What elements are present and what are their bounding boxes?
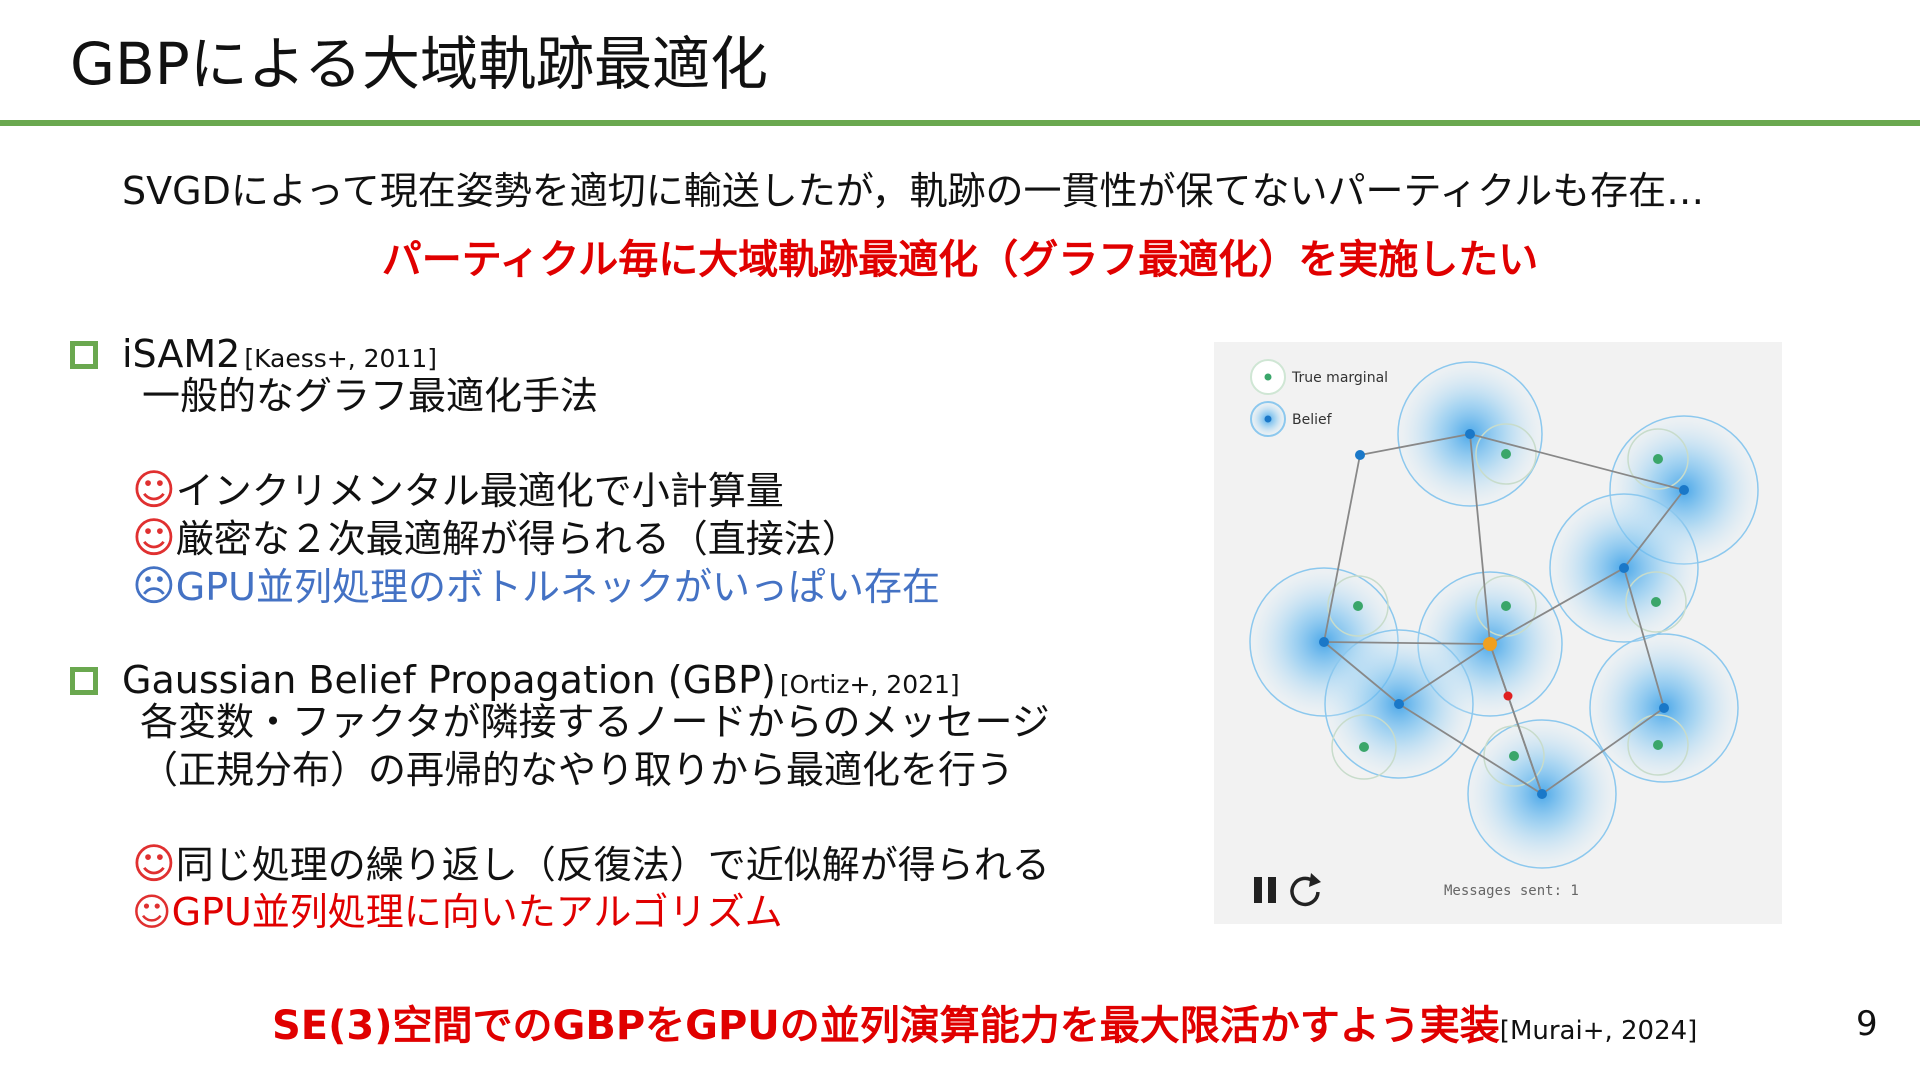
frown-icon: ☹	[132, 561, 176, 610]
bottom-conclusion: SE(3)空間でのGBPをGPUの並列演算能力を最大限活かすよう実装[Murai…	[272, 1000, 1697, 1057]
section-isam2-heading: iSAM2 [Kaess+, 2011]	[70, 330, 437, 378]
point-text: 同じ処理の繰り返し（反復法）で近似解が得られる	[175, 843, 1050, 887]
point-text: GPU並列処理のボトルネックがいっぱい存在	[175, 565, 940, 609]
citation: [Kaess+, 2011]	[244, 344, 438, 373]
pause-icon[interactable]	[1254, 877, 1276, 903]
point-text: 厳密な２次最適解が得られる（直接法）	[175, 517, 860, 561]
citation: [Ortiz+, 2021]	[779, 670, 960, 699]
point-text: インクリメンタル最適化で小計算量	[175, 469, 784, 513]
true-marginal-rings	[1327, 423, 1689, 787]
smile-icon: ☺	[132, 890, 172, 934]
section-label: Gaussian Belief Propagation (GBP)	[122, 658, 776, 702]
section-label: iSAM2	[122, 332, 241, 376]
pro-point: ☺同じ処理の繰り返し（反復法）で近似解が得られる	[132, 840, 1050, 889]
square-bullet-icon	[70, 341, 98, 369]
intro-text: SVGDによって現在姿勢を適切に輸送したが，軌跡の一貫性が保てないパーティクルも…	[122, 169, 1705, 213]
legend-true-marginal: True marginal	[1291, 370, 1388, 386]
page-number: 9	[1856, 1004, 1878, 1044]
section-description: 一般的なグラフ最適化手法	[142, 374, 599, 418]
messages-sent-counter: Messages sent: 1	[1444, 883, 1579, 899]
pro-point: ☺インクリメンタル最適化で小計算量	[132, 466, 784, 515]
smile-icon: ☺	[132, 513, 176, 562]
variable-nodes	[1319, 429, 1689, 799]
selected-node	[1483, 637, 1497, 651]
refresh-icon[interactable]	[1290, 873, 1321, 907]
pro-point-highlight: ☺GPU並列処理に向いたアルゴリズム	[132, 888, 783, 936]
square-bullet-icon	[70, 667, 98, 695]
smile-icon: ☺	[132, 465, 176, 514]
gbp-graph-svg: True marginal Belief	[1249, 359, 1759, 907]
section-description-line-1: 各変数・ファクタが隣接するノードからのメッセージ	[140, 700, 1050, 744]
goal-text: パーティクル毎に大域軌跡最適化（グラフ最適化）を実施したい	[381, 237, 1539, 283]
conclusion-text: SE(3)空間でのGBPをGPUの並列演算能力を最大限活かすよう実装	[272, 1003, 1500, 1049]
gbp-figure: True marginal Belief	[1214, 342, 1782, 924]
pro-point: ☺厳密な２次最適解が得られる（直接法）	[132, 514, 860, 563]
legend-belief: Belief	[1292, 412, 1333, 428]
section-gbp-heading: Gaussian Belief Propagation (GBP) [Ortiz…	[70, 656, 960, 704]
citation: [Murai+, 2024]	[1499, 1016, 1698, 1046]
page-title: GBPによる大域軌跡最適化	[70, 30, 768, 98]
title-divider	[0, 120, 1920, 126]
smile-icon: ☺	[132, 839, 176, 888]
section-description-line-2: （正規分布）の再帰的なやり取りから最適化を行う	[140, 748, 1015, 792]
belief-ellipses	[1249, 361, 1759, 869]
point-text: GPU並列処理に向いたアルゴリズム	[171, 890, 783, 934]
true-marginal-nodes	[1353, 449, 1663, 761]
message-node	[1503, 691, 1513, 701]
con-point: ☹GPU並列処理のボトルネックがいっぱい存在	[132, 562, 940, 611]
